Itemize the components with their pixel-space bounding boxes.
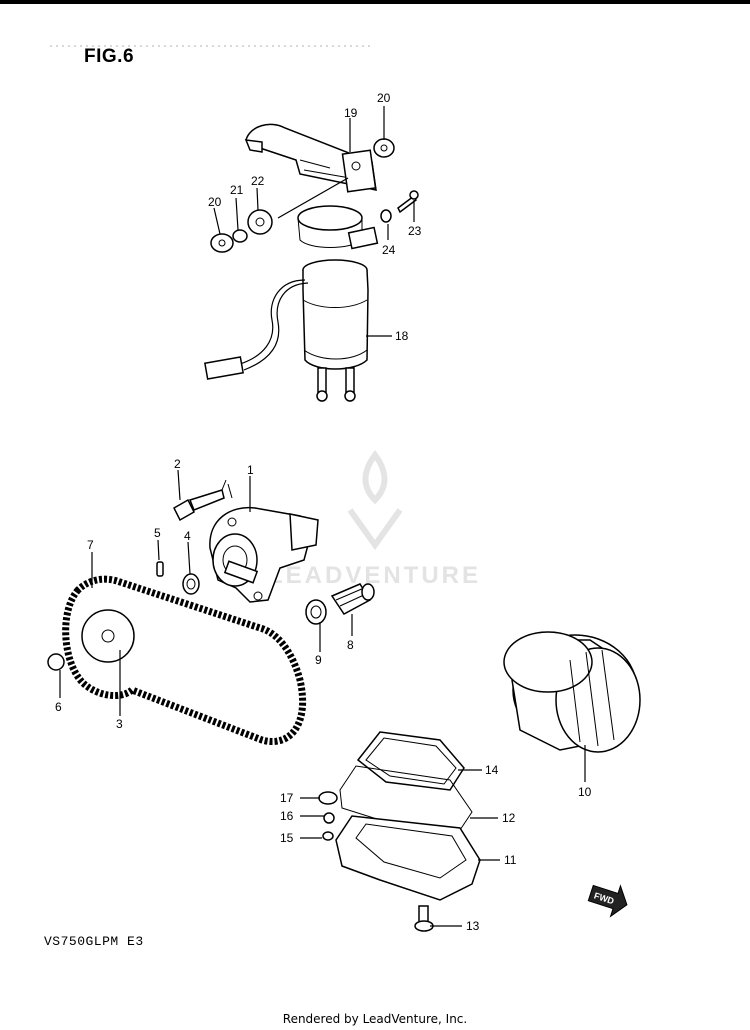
callout-14: 14 xyxy=(485,763,499,777)
callout-17: 17 xyxy=(280,791,294,805)
top-border xyxy=(0,0,750,4)
fuel-pump-clamp xyxy=(297,205,379,250)
gasket-12 xyxy=(339,765,473,831)
sprocket-3 xyxy=(47,609,135,671)
fuel-pump xyxy=(204,259,369,402)
bolt-13 xyxy=(414,905,434,932)
callout-labels: 19 20 20 21 22 23 24 18 1 2 5 4 7 6 3 9 … xyxy=(55,91,592,933)
washers-15-17 xyxy=(318,791,338,841)
callout-9: 9 xyxy=(315,653,322,667)
callout-16: 16 xyxy=(280,809,294,823)
dowel-pin-5 xyxy=(156,561,164,577)
callout-8: 8 xyxy=(347,638,354,652)
forward-direction-arrow: FWD xyxy=(587,884,628,918)
watermark-text: LEADVENTURE xyxy=(268,562,482,589)
bolt-2 xyxy=(173,479,233,522)
callout-23: 23 xyxy=(408,224,422,238)
callout-11: 11 xyxy=(504,853,517,867)
oil-pan-11 xyxy=(335,815,481,901)
callout-12: 12 xyxy=(502,811,516,825)
callout-1: 1 xyxy=(247,463,254,477)
figure-title: FIG.6 xyxy=(84,46,135,67)
watermark-logo xyxy=(347,449,403,551)
callout-19: 19 xyxy=(344,106,358,120)
callout-21: 21 xyxy=(230,183,244,197)
leader-lines xyxy=(59,106,586,927)
oil-filter-10 xyxy=(503,631,641,753)
callout-10: 10 xyxy=(578,785,592,799)
callout-13: 13 xyxy=(466,919,480,933)
callout-7: 7 xyxy=(87,538,94,552)
callout-5: 5 xyxy=(154,526,161,540)
fitting-8 xyxy=(305,583,375,625)
callout-3: 3 xyxy=(116,717,123,731)
gasket-14 xyxy=(356,731,465,791)
callout-20-left: 20 xyxy=(208,195,222,209)
callout-15: 15 xyxy=(280,831,294,845)
model-code: VS750GLPM E3 xyxy=(44,934,144,949)
drive-chain-7 xyxy=(62,575,307,745)
callout-2: 2 xyxy=(174,457,181,471)
callout-18: 18 xyxy=(395,329,409,343)
callout-4: 4 xyxy=(184,529,191,543)
callout-22: 22 xyxy=(251,174,265,188)
callout-6: 6 xyxy=(55,700,62,714)
oil-pump xyxy=(209,506,319,603)
footer-credit: Rendered by LeadVenture, Inc. xyxy=(282,1012,468,1026)
rubber-washers xyxy=(210,138,419,253)
callout-20-top: 20 xyxy=(377,91,391,105)
fuel-pump-bracket xyxy=(244,123,377,193)
callout-24: 24 xyxy=(382,243,396,257)
o-ring-4 xyxy=(182,573,200,595)
